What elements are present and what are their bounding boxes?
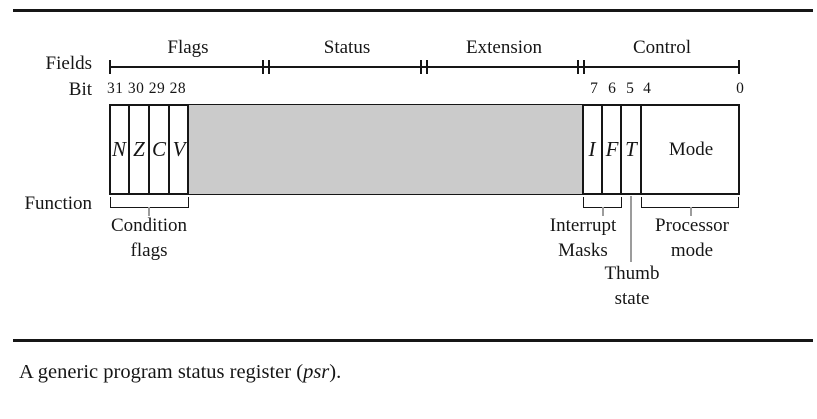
top-rule [13,9,813,12]
field-label-flags: Flags [167,37,209,58]
bit-number-0: 0 [736,80,744,97]
function-label-line: Thumb [604,263,660,284]
dimension-tick-end [738,60,740,74]
dimension-tick-break1b [268,60,270,74]
reserved-region [188,105,584,194]
cell-v: V [172,137,186,161]
function-label-processor-mode: Processor mode [655,213,729,263]
figure-caption: A generic program status register (psr). [19,360,341,385]
function-label-interrupt-masks: Interrupt Masks [550,213,616,263]
function-label-condition-flags: Condition flags [111,213,187,263]
field-label-status: Status [323,37,371,58]
caption-text: A generic program status register ( [19,361,304,383]
cell-n: N [111,137,127,161]
cell-separator [620,104,622,195]
dimension-tick-break2b [426,60,428,74]
leader-processor-mode [690,207,692,216]
cell-mode: Mode [668,139,714,160]
dimension-tick-break1a [262,60,264,74]
cell-i: I [588,137,596,161]
cell-c: C [151,137,167,161]
cell-f: F [605,137,619,161]
bit-number-7: 7 [590,80,598,97]
function-label-line: Interrupt [549,215,617,236]
function-label-line: Masks [558,240,608,261]
cell-separator [582,104,584,195]
bit-number-6: 6 [608,80,616,97]
dimension-tick-start [109,60,111,74]
dimension-tick-break2a [420,60,422,74]
function-label-line: mode [670,240,714,261]
cell-separator [148,104,150,195]
caption-suffix: ). [329,361,342,383]
cell-separator [128,104,130,195]
function-label-thumb-state: Thumb state [605,261,660,311]
leader-thumb-state [630,196,632,262]
function-label-line: Processor [655,215,729,236]
dimension-tick-break3a [577,60,579,74]
bottom-rule [13,339,813,342]
dimension-tick-break3b [583,60,585,74]
cell-separator [640,104,642,195]
cell-t: T [625,137,637,161]
bit-row-label: Bit [68,79,92,100]
cell-separator [187,104,189,195]
function-label-line: Condition [110,215,188,236]
bit-number-5: 5 [626,80,634,97]
function-label-line: flags [130,240,168,261]
bit-number-4: 4 [643,80,651,97]
caption-emphasis: psr [303,361,330,383]
field-label-control: Control [632,37,692,58]
bit-numbers-31-28: 31 30 29 28 [107,80,187,97]
leader-interrupt-masks [602,207,604,216]
field-label-extension: Extension [466,37,542,58]
function-label-line: state [614,288,650,309]
cell-z: Z [133,137,145,161]
fields-row-label: Fields [45,53,92,74]
dimension-line [110,66,740,68]
leader-condition-flags [148,207,150,216]
cell-separator [168,104,170,195]
cell-separator [601,104,603,195]
function-row-label: Function [24,193,92,214]
